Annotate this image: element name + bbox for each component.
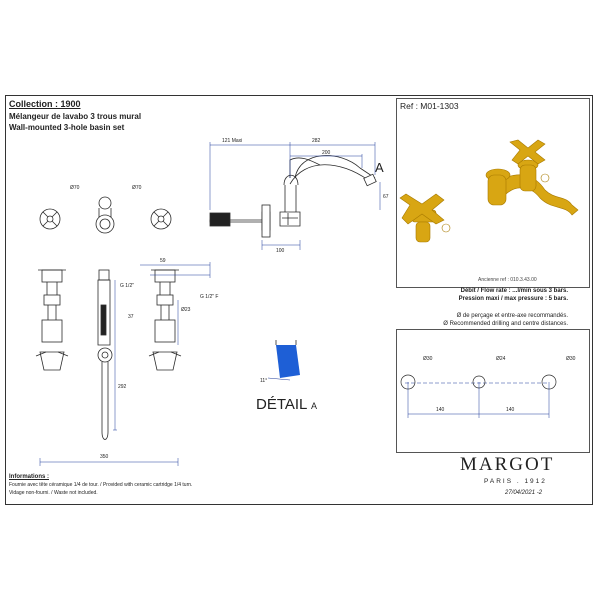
collection-title: Collection : 1900 xyxy=(9,99,81,109)
pressure-spec: Pression maxi / max pressure : 5 bars. xyxy=(458,296,568,302)
dim-front-width: 59 xyxy=(160,258,166,264)
front-view-right-handle xyxy=(148,269,182,371)
info-line-waste: Vidage non-fourni. / Waste not included. xyxy=(9,490,98,496)
dimension-lines xyxy=(39,142,381,466)
info-title: Informations : xyxy=(9,474,49,480)
brand-logo: MARGOT xyxy=(460,454,555,475)
top-view-spout xyxy=(95,196,115,234)
detail-prefix: DÉTAIL xyxy=(256,396,307,413)
product-render xyxy=(399,139,579,243)
drill-hole-left: Ø30 xyxy=(423,356,433,362)
drill-spacing-left: 140 xyxy=(436,407,445,413)
dim-top-left-diameter: Ø70 xyxy=(70,185,80,191)
front-view-left-handle xyxy=(35,269,69,371)
dim-front-total: 350 xyxy=(100,454,109,460)
drilling-note-en: Ø Recommended drilling and centre distan… xyxy=(443,321,568,327)
drill-hole-middle: Ø24 xyxy=(496,356,506,362)
detail-suffix: A xyxy=(311,401,318,411)
top-view-left-handle xyxy=(39,208,61,230)
drilling-diagram xyxy=(400,374,557,418)
top-view-right-handle xyxy=(150,208,172,230)
dim-front-offset: 37 xyxy=(128,314,134,320)
product-render-box xyxy=(396,98,590,288)
flow-rate-spec: Débit / Flow rate : ...l/min sous 3 bars… xyxy=(460,288,568,294)
dim-front-diameter: Ø23 xyxy=(181,307,191,313)
product-title-fr: Mélangeur de lavabo 3 trous mural xyxy=(9,112,142,121)
detail-a-label: DÉTAIL A xyxy=(256,396,317,413)
product-title-en: Wall-mounted 3-hole basin set xyxy=(9,123,125,132)
detail-marker-a: A xyxy=(375,160,384,175)
dim-front-height: 292 xyxy=(118,384,127,390)
drawing-frame xyxy=(5,95,593,505)
brand-subtitle: PARIS . 1912 xyxy=(484,478,547,485)
dim-detail-angle: 11° xyxy=(260,378,267,384)
dim-side-depth: 100 xyxy=(276,248,285,254)
drilling-labels: Ø30 Ø24 Ø30 140 140 xyxy=(423,356,576,413)
reference-label: Ref : M01-1303 xyxy=(400,101,459,111)
dim-side-length: 282 xyxy=(312,138,321,144)
drilling-note-fr: Ø de perçage et entre-axe recommandés. xyxy=(456,313,568,319)
dim-side-height: 67 xyxy=(383,194,389,200)
front-view-spout xyxy=(97,269,113,440)
old-reference: Ancienne ref : 010.3.43.00 xyxy=(478,277,537,283)
dimension-labels: Ø70 Ø70 121 Maxi 282 200 67 100 59 G 1/2… xyxy=(70,138,389,460)
dim-top-right-diameter: Ø70 xyxy=(132,185,142,191)
drilling-diagram-box xyxy=(396,329,590,453)
drill-spacing-right: 140 xyxy=(506,407,515,413)
dim-side-reach: 121 Maxi xyxy=(222,138,242,144)
dim-side-spout: 200 xyxy=(322,150,331,156)
dim-front-thread: G 1/2" xyxy=(120,283,134,289)
info-line-cartridge: Fournie avec tête céramique 1/4 de tour.… xyxy=(9,482,193,488)
detail-a-drawing xyxy=(267,340,300,381)
revision-date: 27/04/2021 -2 xyxy=(505,490,543,496)
dim-front-thread-female: G 1/2" F xyxy=(200,294,218,300)
side-view-mixer xyxy=(209,155,377,238)
drill-hole-right: Ø30 xyxy=(566,356,576,362)
